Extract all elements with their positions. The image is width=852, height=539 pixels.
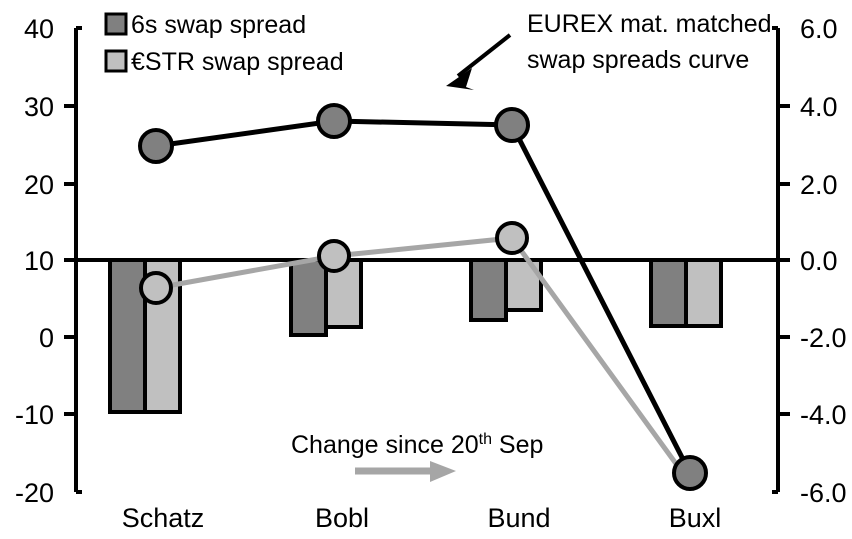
right-tick-label-2: 2.0: [800, 170, 838, 200]
gray-marker-bobl: [317, 239, 351, 273]
category-axis-labels: Schatz Bobl Bund Buxl: [122, 503, 722, 533]
eurex-arrow-shaft: [456, 33, 512, 78]
legend-label-6s: 6s swap spread: [131, 11, 306, 39]
bar-group-bund: [469, 258, 543, 322]
black-marker-bobl: [316, 103, 352, 139]
left-tick-label-20: 20: [24, 170, 54, 200]
category-label-bund: Bund: [487, 503, 550, 533]
change-since-tail: Sep: [492, 431, 543, 459]
right-tick-label-6: 6.0: [800, 14, 838, 44]
bar-group-bobl: [289, 258, 363, 337]
gray-marker-bund: [495, 221, 529, 255]
right-tick-label-4: 4.0: [800, 92, 838, 122]
right-tick-label-m2: -2.0: [800, 323, 847, 353]
category-label-schatz: Schatz: [122, 503, 205, 533]
series-line-black: [138, 103, 708, 491]
left-tick-label-0: 0: [39, 323, 54, 353]
right-tick-label-m6: -6.0: [800, 478, 847, 508]
change-arrow-head: [430, 461, 456, 482]
bar-group-buxl: [649, 258, 723, 328]
right-tick-label-m4: -4.0: [800, 400, 847, 430]
left-tick-label-10: 10: [24, 246, 54, 276]
legend: 6s swap spread €STR swap spread: [104, 11, 344, 76]
bar-6s-schatz: [108, 258, 147, 414]
legend-swatch-estr: [104, 49, 128, 73]
change-since-superscript: th: [479, 431, 492, 448]
black-marker-buxl: [672, 455, 708, 491]
change-since-main: Change since 20: [291, 431, 479, 459]
eurex-curve-annotation: EUREX mat. matched swap spreads curve: [446, 10, 772, 90]
legend-label-estr: €STR swap spread: [131, 48, 344, 76]
bar-6s-buxl: [649, 258, 688, 328]
eurex-annotation-line1: EUREX mat. matched: [527, 10, 772, 38]
right-axis: 6.0 4.0 2.0 0.0 -2.0 -4.0 -6.0: [772, 14, 847, 508]
series-line-gray: [139, 221, 693, 485]
change-since-text: Change since 20th Sep: [291, 431, 543, 459]
eurex-annotation-arrow-icon: [446, 33, 512, 90]
category-label-bobl: Bobl: [315, 503, 369, 533]
bar-6s-bobl: [289, 258, 328, 337]
left-tick-label-m20: -20: [15, 478, 54, 508]
category-label-buxl: Buxl: [669, 503, 722, 533]
bar-6s-bund: [469, 258, 508, 322]
left-axis: 40 30 20 10 0 -10 -20: [15, 14, 82, 508]
right-tick-label-0: 0.0: [800, 246, 838, 276]
legend-swatch-6s: [104, 12, 128, 36]
black-marker-bund: [494, 107, 530, 143]
change-since-annotation: Change since 20th Sep: [291, 431, 543, 482]
left-tick-label-30: 30: [24, 92, 54, 122]
left-tick-label-40: 40: [24, 14, 54, 44]
bar-estr-buxl: [684, 258, 723, 328]
eurex-arrow-head: [446, 68, 474, 90]
change-since-arrow-icon: [355, 461, 456, 482]
black-marker-schatz: [138, 128, 174, 164]
gray-marker-schatz: [139, 271, 173, 305]
eurex-annotation-line2: swap spreads curve: [527, 46, 749, 74]
black-line-path: [155, 118, 693, 475]
gray-line-path: [155, 235, 693, 485]
left-tick-label-m10: -10: [15, 400, 54, 430]
